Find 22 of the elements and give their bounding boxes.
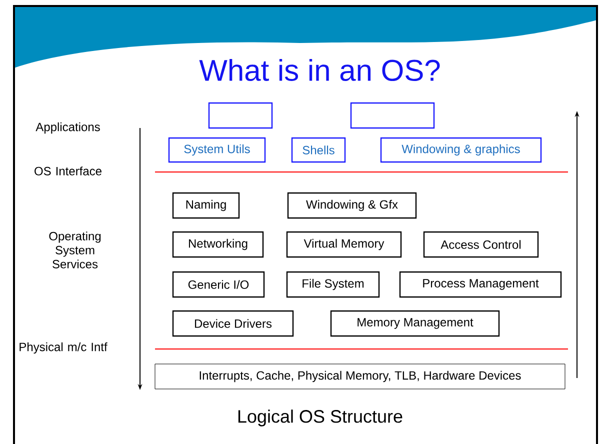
layer-box: Memory Management: [330, 310, 500, 337]
layer-box: Interrupts, Cache, Physical Memory, TLB, Hardware Devices: [154, 364, 566, 390]
layer-box: Process Management: [399, 271, 562, 298]
layer-label: Operating System Services: [49, 232, 101, 268]
slide-title: What is in an OS?: [199, 58, 440, 81]
layer-box: Windowing & graphics: [380, 137, 542, 163]
layer-box: System Utils: [168, 137, 266, 163]
layer-box: Networking: [172, 231, 264, 258]
layer-box: Shells: [291, 137, 346, 163]
layer-label: OS Interface: [34, 166, 102, 176]
layer-box: Device Drivers: [172, 310, 294, 337]
layer-box: Windowing & Gfx: [287, 192, 417, 219]
empty-box: [208, 102, 273, 129]
layer-box: Access Control: [423, 231, 539, 258]
layer-label: Applications: [36, 122, 100, 134]
layer-label: Physical m/c Intf: [20, 342, 108, 354]
caption: Logical OS Structure: [238, 410, 402, 426]
layer-box: File System: [286, 271, 380, 298]
layer-box: Generic I/O: [172, 271, 265, 298]
layer-box: Virtual Memory: [286, 231, 402, 258]
layer-box: Naming: [172, 192, 240, 219]
empty-box: [350, 102, 435, 129]
